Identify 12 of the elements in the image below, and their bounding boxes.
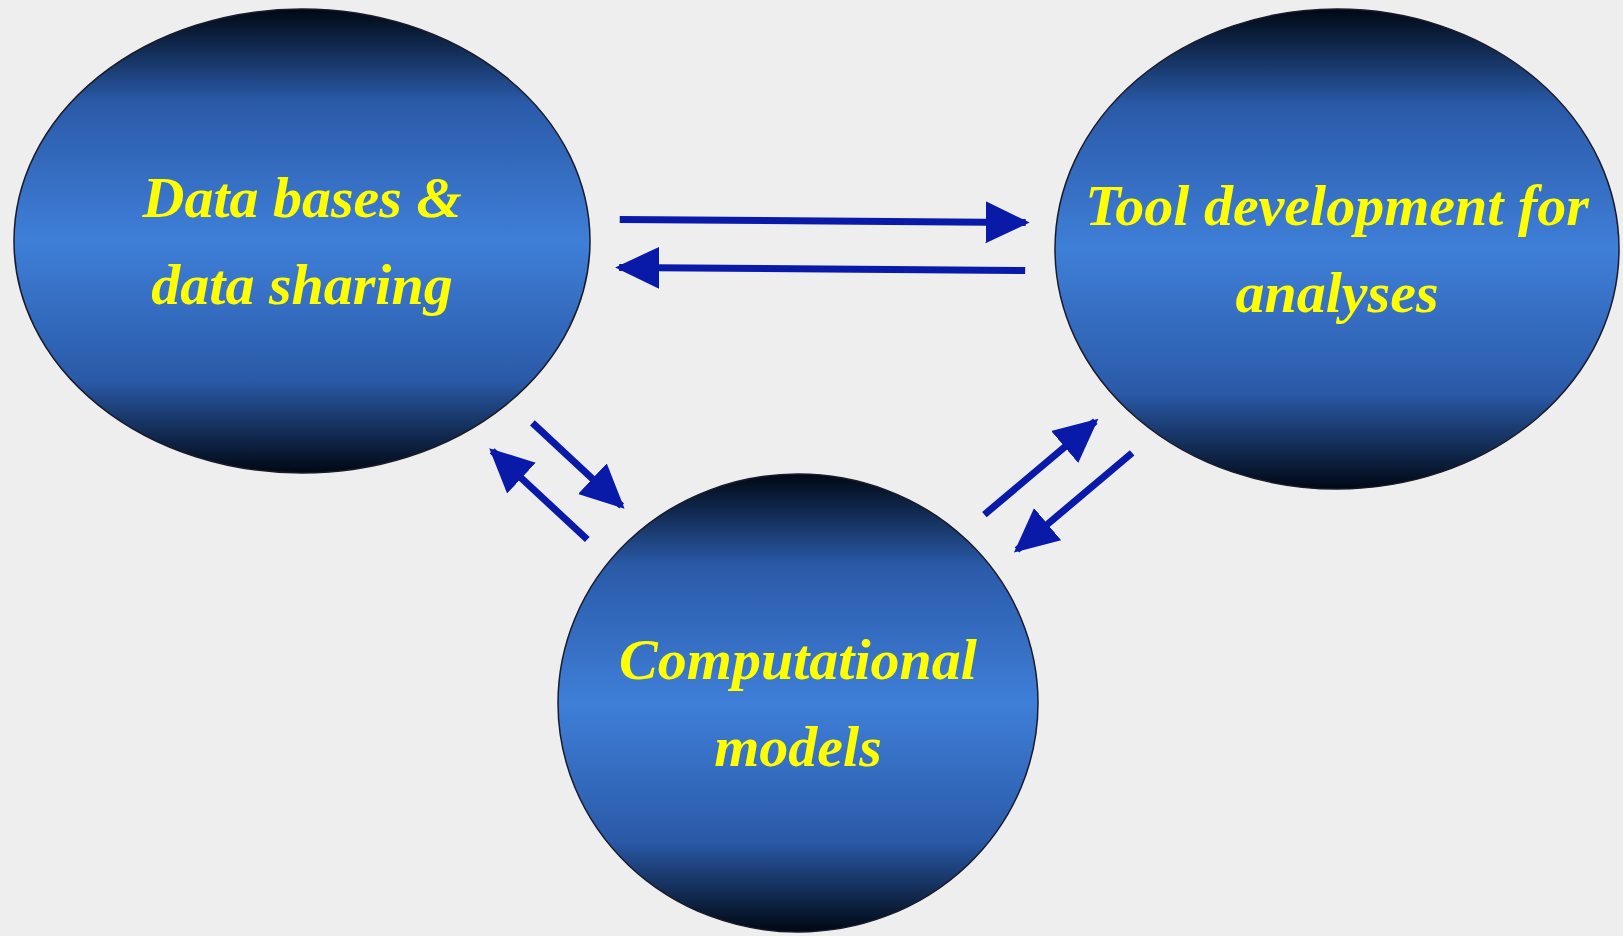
arrow [530,420,625,509]
node-label: Computational models [618,626,978,781]
arrow [615,246,1026,289]
arrow [489,448,590,543]
ellipse-node [1054,8,1620,490]
ellipse-node [557,473,1039,933]
arrow [982,418,1099,518]
node-label: Tool development for analyses [1084,172,1590,327]
arrow [1013,450,1135,553]
node-label: Data bases & data sharing [141,164,463,319]
ellipse-node [13,8,591,474]
arrow [619,201,1030,244]
